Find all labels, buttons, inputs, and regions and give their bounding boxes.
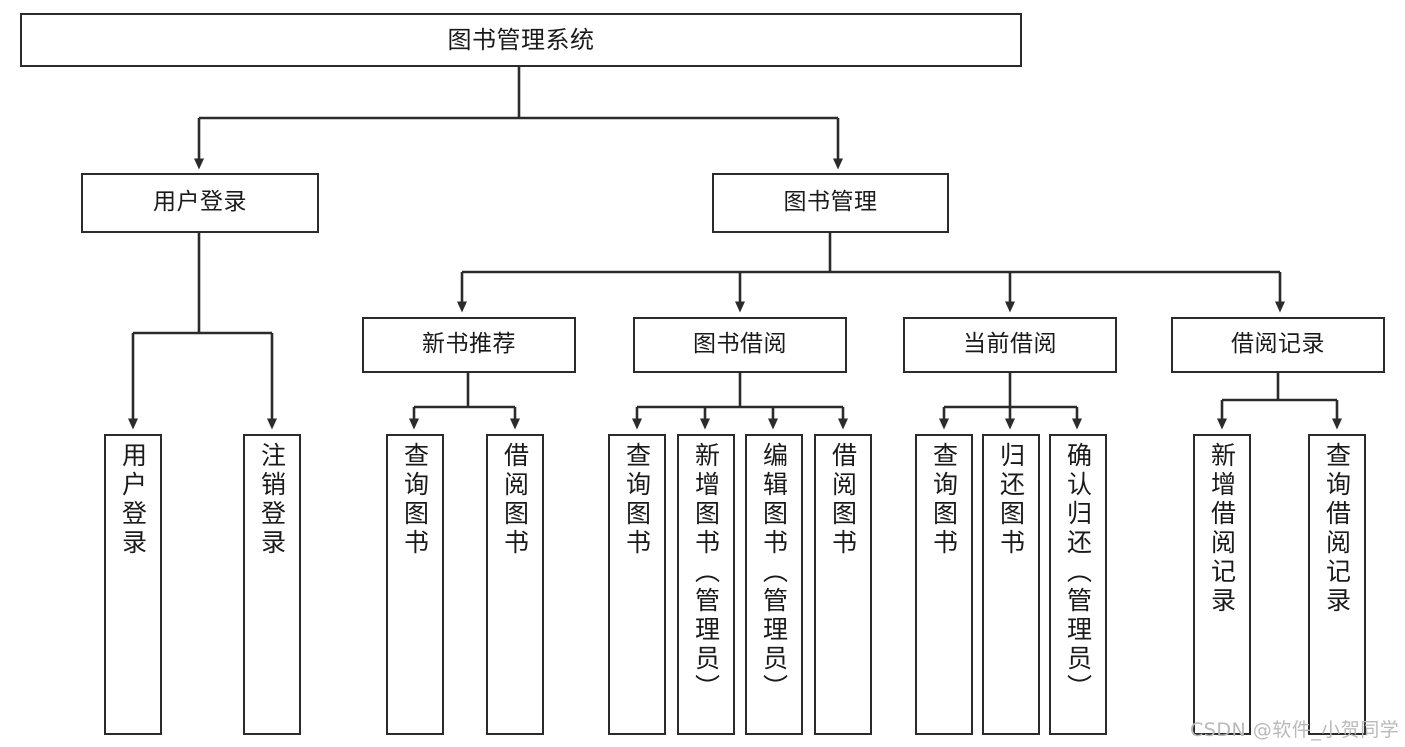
- node-leaf-edit-book-admin[interactable]: 编辑图书（管理员）: [745, 434, 803, 735]
- node-user-login[interactable]: 用户登录: [81, 173, 319, 233]
- node-leaf-user-login-label: 用户登录: [118, 442, 148, 558]
- node-leaf-user-login[interactable]: 用户登录: [104, 434, 162, 735]
- node-borrow-records[interactable]: 借阅记录: [1171, 317, 1385, 373]
- csdn-watermark: CSDN @软件_小贺同学: [1190, 719, 1400, 741]
- node-leaf-confirm-return-admin-label: 确认归还（管理员）: [1063, 442, 1093, 703]
- node-leaf-query-book-3[interactable]: 查询图书: [915, 434, 973, 735]
- node-book-borrow-label: 图书借阅: [693, 331, 787, 358]
- node-leaf-add-book-admin-label: 新增图书（管理员）: [691, 442, 721, 703]
- node-leaf-borrow-book-1-label: 借阅图书: [500, 442, 530, 558]
- node-leaf-query-book-1-label: 查询图书: [400, 442, 430, 558]
- node-leaf-logout[interactable]: 注销登录: [243, 434, 301, 735]
- node-leaf-borrow-book-1[interactable]: 借阅图书: [486, 434, 544, 735]
- node-leaf-add-borrow-record-label: 新增借阅记录: [1207, 442, 1237, 616]
- node-leaf-query-borrow-record[interactable]: 查询借阅记录: [1308, 434, 1366, 735]
- node-leaf-query-book-3-label: 查询图书: [929, 442, 959, 558]
- node-current-borrow-label: 当前借阅: [963, 331, 1057, 358]
- node-leaf-return-book[interactable]: 归还图书: [982, 434, 1040, 735]
- node-borrow-records-label: 借阅记录: [1231, 331, 1325, 358]
- node-new-book-recommend[interactable]: 新书推荐: [362, 317, 576, 373]
- node-leaf-return-book-label: 归还图书: [996, 442, 1026, 558]
- node-leaf-query-borrow-record-label: 查询借阅记录: [1322, 442, 1352, 616]
- node-leaf-borrow-book-2[interactable]: 借阅图书: [814, 434, 872, 735]
- node-leaf-query-book-2-label: 查询图书: [622, 442, 652, 558]
- node-root-label: 图书管理系统: [447, 25, 595, 54]
- node-leaf-add-book-admin[interactable]: 新增图书（管理员）: [677, 434, 735, 735]
- node-user-login-label: 用户登录: [153, 189, 247, 216]
- node-leaf-edit-book-admin-label: 编辑图书（管理员）: [759, 442, 789, 703]
- node-leaf-add-borrow-record[interactable]: 新增借阅记录: [1193, 434, 1251, 735]
- node-leaf-confirm-return-admin[interactable]: 确认归还（管理员）: [1049, 434, 1107, 735]
- node-book-borrow[interactable]: 图书借阅: [633, 317, 847, 373]
- node-leaf-query-book-2[interactable]: 查询图书: [608, 434, 666, 735]
- node-root[interactable]: 图书管理系统: [20, 13, 1022, 67]
- node-new-book-recommend-label: 新书推荐: [422, 331, 516, 358]
- node-leaf-query-book-1[interactable]: 查询图书: [386, 434, 444, 735]
- node-book-management-label: 图书管理: [783, 189, 878, 216]
- node-current-borrow[interactable]: 当前借阅: [903, 317, 1117, 373]
- node-leaf-borrow-book-2-label: 借阅图书: [828, 442, 858, 558]
- node-leaf-logout-label: 注销登录: [257, 442, 287, 558]
- node-book-management[interactable]: 图书管理: [712, 173, 949, 233]
